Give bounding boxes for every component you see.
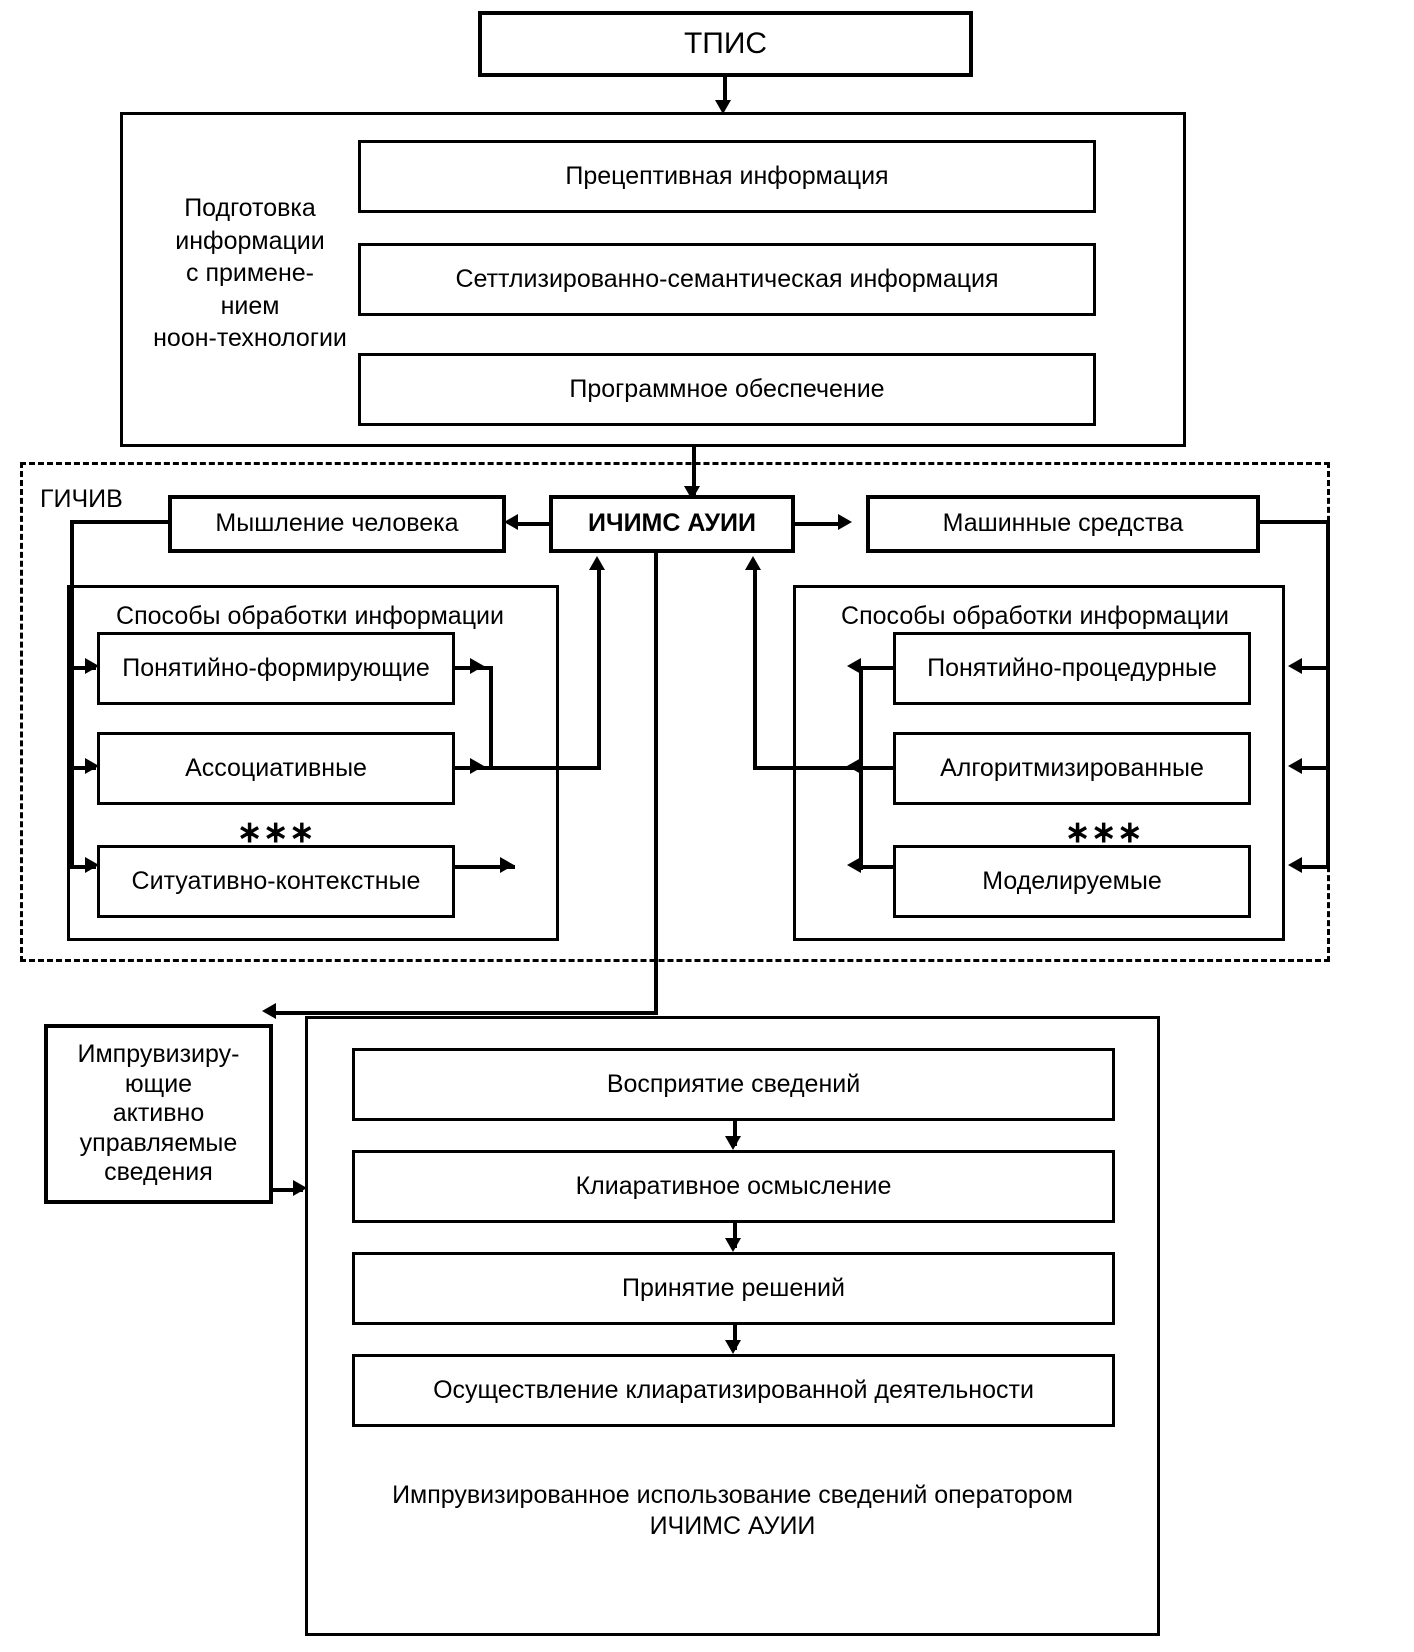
node-tpis-label: ТПИС xyxy=(683,27,768,61)
arrowhead-out-modeled xyxy=(847,857,861,873)
preparation-item-settlized-label: Сеттлизированно-семантическая информация xyxy=(455,264,999,293)
arrowhead-step1-to-step2 xyxy=(725,1136,741,1150)
arrowhead-out-conceptual-forming xyxy=(470,658,484,674)
node-machine-means-label: Машинные средства xyxy=(942,509,1184,538)
arrowhead-out-algorithmized xyxy=(847,758,861,774)
arrowhead-step2-to-step3 xyxy=(725,1238,741,1252)
arrowhead-into-situational xyxy=(85,857,99,873)
arrowhead-step3-to-step4 xyxy=(725,1340,741,1354)
arrowhead-into-improvising xyxy=(262,1003,276,1019)
left-method-associative[interactable]: Ассоциативные xyxy=(97,732,455,805)
connector-step3-to-step4 xyxy=(733,1325,737,1350)
right-method-algorithmized-label: Алгоритмизированные xyxy=(940,753,1204,782)
connector-ichims-down-to-improvising xyxy=(654,553,658,1013)
connector-into-modeled xyxy=(1300,865,1328,869)
arrowhead-improvising-to-operator xyxy=(293,1180,307,1196)
connector-out-conceptual-procedural xyxy=(859,666,895,670)
right-method-algorithmized[interactable]: Алгоритмизированные xyxy=(893,732,1251,805)
arrowhead-right-return-to-ichims xyxy=(745,556,761,570)
arrowhead-into-associative xyxy=(85,758,99,774)
connector-out-associative xyxy=(455,766,493,770)
operator-step-comprehension[interactable]: Клиаративное осмысление xyxy=(352,1150,1115,1223)
arrowhead-ichims-to-thinking xyxy=(504,514,518,530)
arrowhead-tpis-to-preparation xyxy=(715,100,731,114)
connector-into-situational xyxy=(70,865,96,869)
connector-left-return-riser xyxy=(597,570,601,770)
node-tpis[interactable]: ТПИС xyxy=(478,11,973,77)
connector-out-situational xyxy=(455,865,515,869)
connector-right-return-collector xyxy=(753,766,863,770)
connector-out-algorithmized xyxy=(859,766,895,770)
connector-step2-to-step3 xyxy=(733,1223,737,1248)
connector-step1-to-step2 xyxy=(733,1121,737,1146)
gichiv-title: ГИЧИВ xyxy=(40,485,123,513)
connector-into-conceptual-procedural xyxy=(1300,666,1328,670)
left-method-associative-label: Ассоциативные xyxy=(185,753,367,782)
connector-into-conceptual-forming xyxy=(70,666,96,670)
node-ichims-auii[interactable]: ИЧИМС АУИИ xyxy=(549,495,795,553)
node-machine-means[interactable]: Машинные средства xyxy=(866,495,1260,553)
left-method-situational-contextual-label: Ситуативно-контекстные xyxy=(131,866,421,895)
connector-right-return-riser xyxy=(753,570,757,770)
right-method-modeled[interactable]: Моделируемые xyxy=(893,845,1251,918)
preparation-item-preceptive-label: Прецептивная информация xyxy=(565,161,889,190)
arrowhead-into-modeled xyxy=(1288,857,1302,873)
preparation-item-software-label: Программное обеспечение xyxy=(569,374,885,403)
connector-out-conceptual-forming-drop xyxy=(489,666,493,770)
right-method-conceptual-procedural-label: Понятийно-процедурные xyxy=(927,653,1217,682)
arrowhead-left-return-to-ichims xyxy=(589,556,605,570)
right-methods-title: Способы обработки информации xyxy=(841,602,1229,630)
left-method-conceptual-forming[interactable]: Понятийно-формирующие xyxy=(97,632,455,705)
connector-into-algorithmized xyxy=(1300,766,1328,770)
right-method-modeled-label: Моделируемые xyxy=(982,866,1162,895)
node-ichims-auii-label: ИЧИМС АУИИ xyxy=(588,509,756,538)
operator-step-decision[interactable]: Принятие решений xyxy=(352,1252,1115,1325)
right-method-conceptual-procedural[interactable]: Понятийно-процедурные xyxy=(893,632,1251,705)
connector-machine-right-out xyxy=(1258,520,1330,524)
left-method-conceptual-forming-label: Понятийно-формирующие xyxy=(122,653,430,682)
arrowhead-out-conceptual-procedural xyxy=(847,658,861,674)
connector-thinking-left-down xyxy=(70,520,74,869)
connector-improvising-to-operator xyxy=(273,1188,303,1192)
right-methods-ellipsis: ∗∗∗ xyxy=(1065,816,1144,849)
connector-thinking-left-out xyxy=(70,520,170,524)
operator-step-perception[interactable]: Восприятие сведений xyxy=(352,1048,1115,1121)
connector-into-associative xyxy=(70,766,96,770)
node-improvising-info[interactable]: Импрувизиру- ющие активно управляемые св… xyxy=(44,1024,273,1204)
node-human-thinking[interactable]: Мышление человека xyxy=(168,495,506,553)
left-methods-title: Способы обработки информации xyxy=(116,602,504,630)
left-methods-panel xyxy=(67,585,559,941)
operator-step-decision-label: Принятие решений xyxy=(622,1273,845,1302)
connector-ichims-to-thinking xyxy=(516,522,551,526)
preparation-item-preceptive[interactable]: Прецептивная информация xyxy=(358,140,1096,213)
left-method-situational-contextual[interactable]: Ситуативно-контекстные xyxy=(97,845,455,918)
preparation-panel xyxy=(120,112,1186,447)
preparation-item-settlized[interactable]: Сеттлизированно-семантическая информация xyxy=(358,243,1096,316)
operator-panel-caption: Импрувизированное использование сведений… xyxy=(392,1481,1073,1541)
preparation-item-software[interactable]: Программное обеспечение xyxy=(358,353,1096,426)
connector-machine-right-down xyxy=(1326,520,1330,869)
arrowhead-into-algorithmized xyxy=(1288,758,1302,774)
left-methods-ellipsis: ∗∗∗ xyxy=(237,816,316,849)
arrowhead-into-conceptual-forming xyxy=(85,658,99,674)
operator-step-comprehension-label: Клиаративное осмысление xyxy=(575,1171,892,1200)
connector-improvising-feed xyxy=(275,1011,658,1015)
right-methods-panel xyxy=(793,585,1285,941)
node-improvising-info-label: Импрувизиру- ющие активно управляемые св… xyxy=(77,1040,240,1187)
operator-step-perception-label: Восприятие сведений xyxy=(606,1069,861,1098)
connector-left-return-collector xyxy=(489,766,601,770)
arrowhead-into-conceptual-procedural xyxy=(1288,658,1302,674)
node-human-thinking-label: Мышление человека xyxy=(215,509,459,538)
operator-step-activity[interactable]: Осуществление клиаратизированной деятель… xyxy=(352,1354,1115,1427)
arrowhead-ichims-to-machine xyxy=(838,514,852,530)
connector-out-modeled xyxy=(859,865,895,869)
connector-ichims-to-machine xyxy=(795,522,840,526)
connector-preparation-to-ichims xyxy=(692,447,696,495)
operator-step-activity-label: Осуществление клиаратизированной деятель… xyxy=(433,1375,1034,1404)
arrowhead-out-situational xyxy=(500,857,514,873)
operator-panel xyxy=(305,1016,1160,1636)
connector-tpis-to-preparation xyxy=(723,77,727,107)
preparation-side-label: Подготовка информации с примене- нием но… xyxy=(153,194,347,352)
